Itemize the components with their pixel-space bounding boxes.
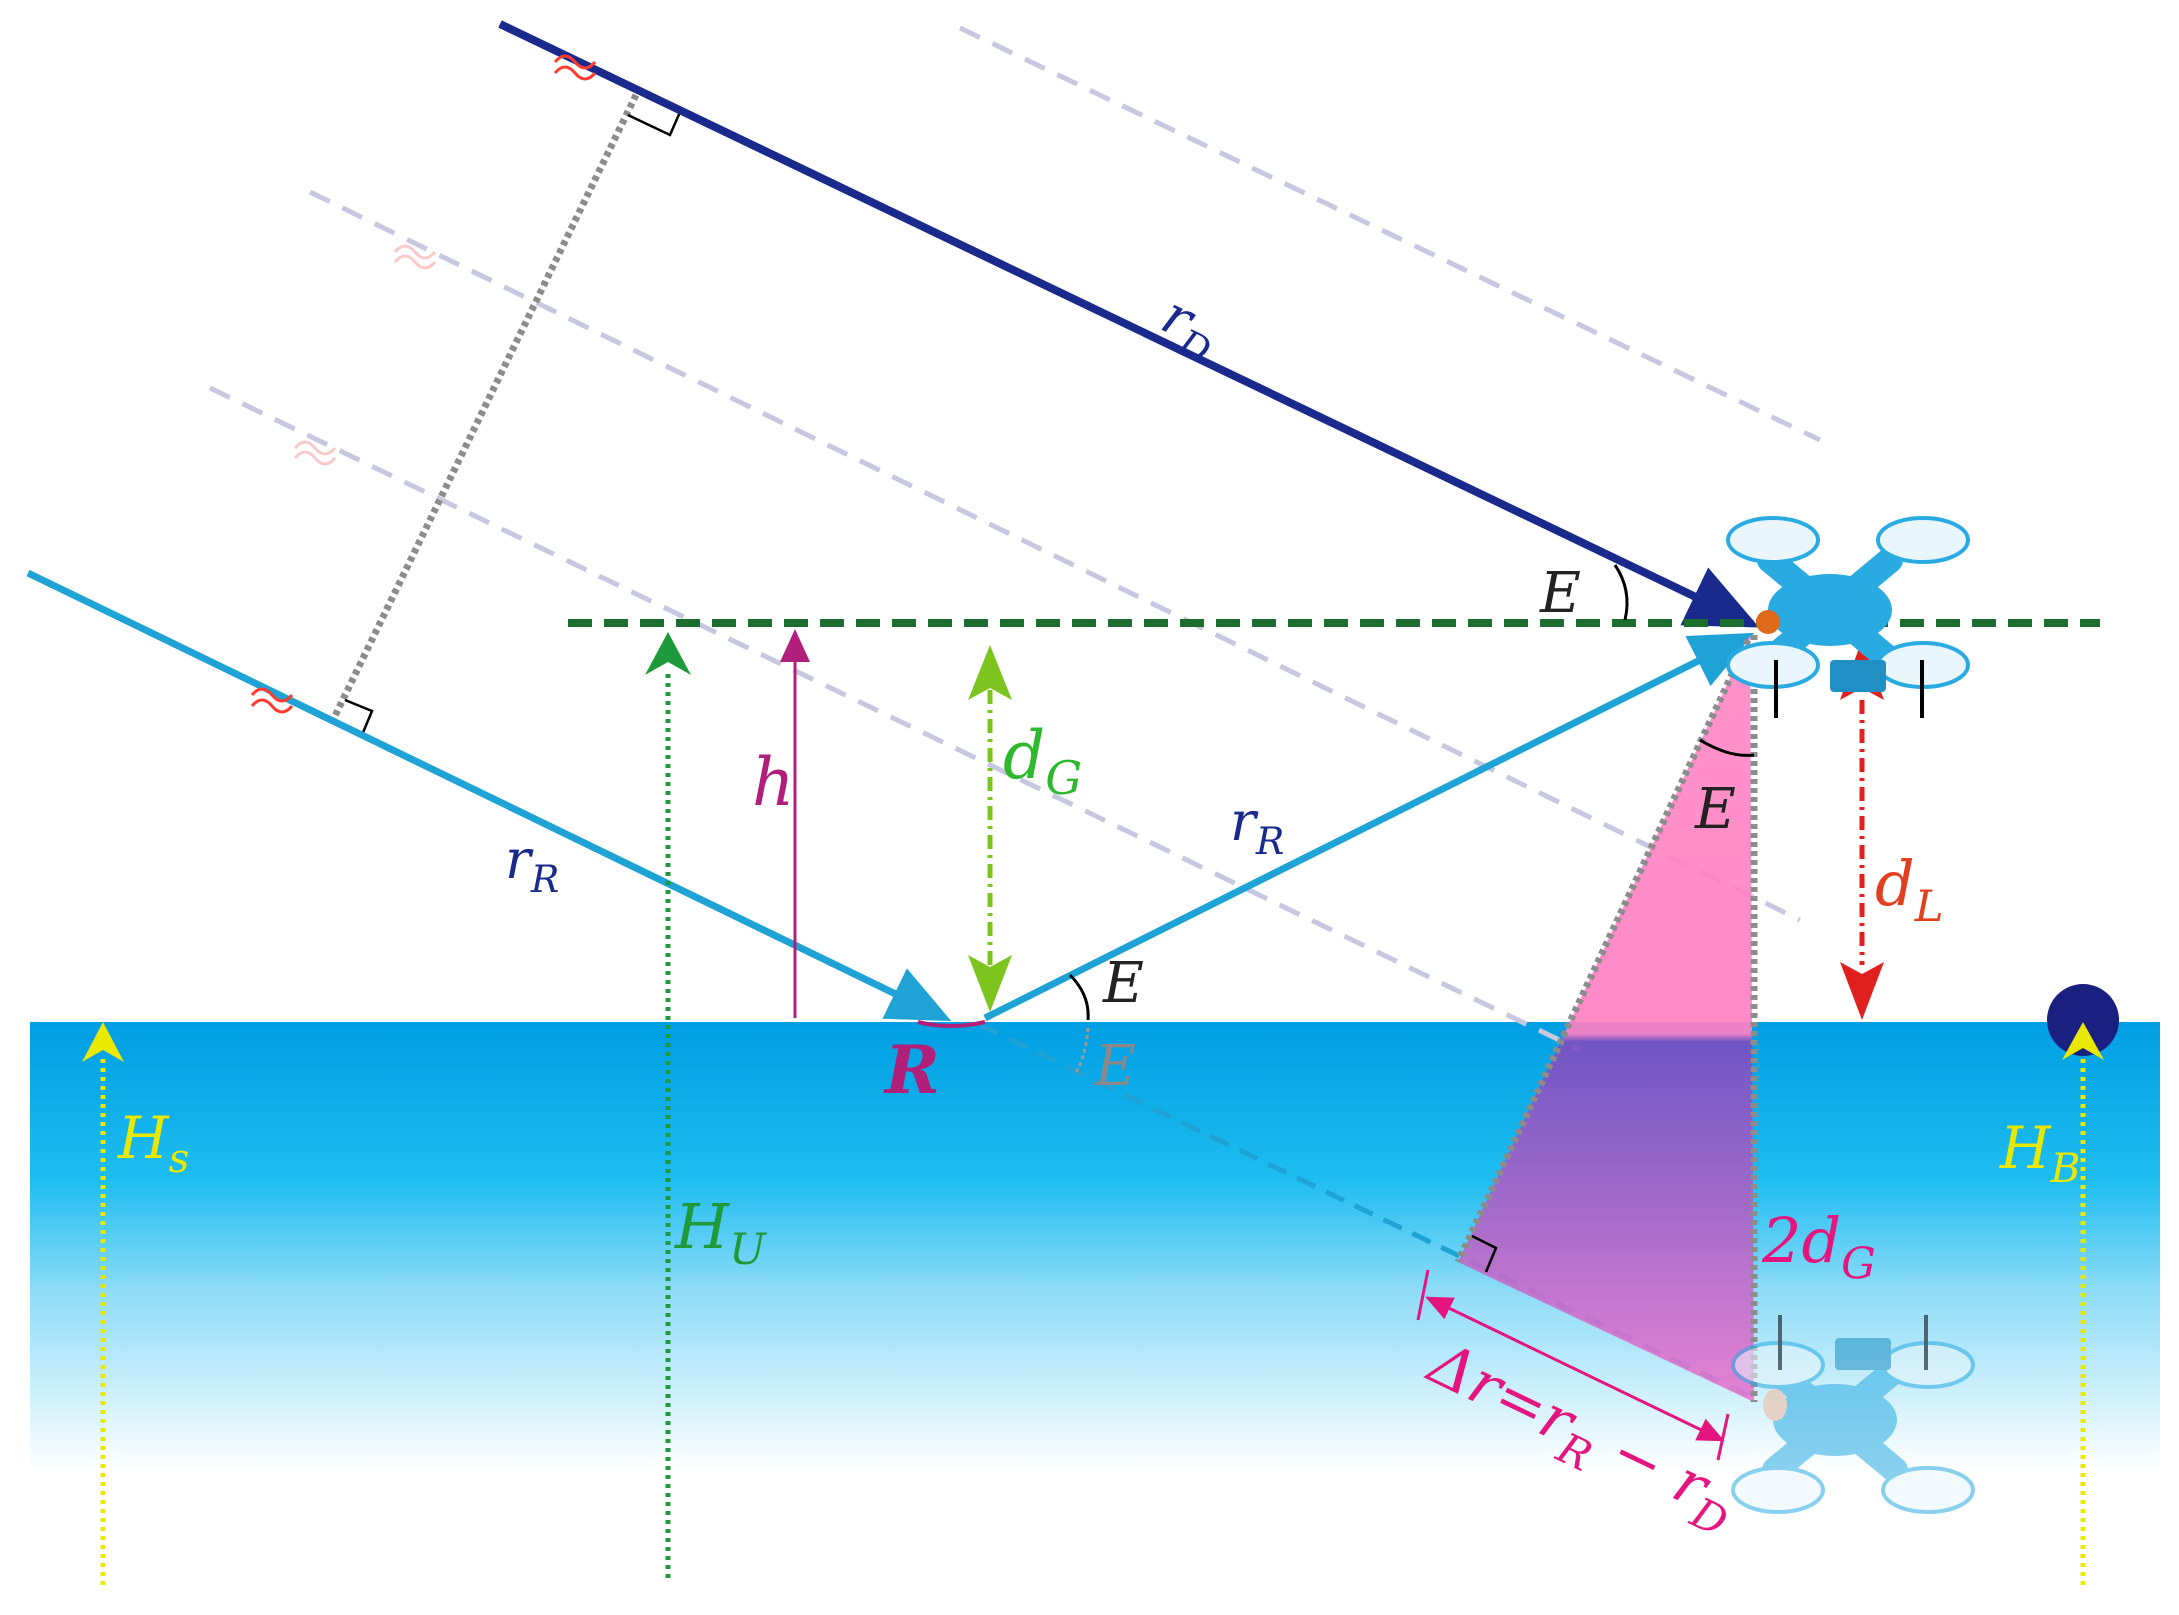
label-E-reflect: E — [1102, 951, 1144, 1016]
break-mark-direct — [553, 54, 597, 81]
label-h: h — [752, 744, 795, 821]
label-E-under: E — [1094, 1034, 1136, 1099]
label-HB: HB — [1999, 1114, 2080, 1192]
reflected-signal-outgoing — [983, 632, 1755, 1022]
label-Hs: Hs — [117, 1104, 189, 1182]
drone-icon — [1726, 516, 1970, 718]
angle-arc-under — [1073, 1027, 1090, 1076]
label-rR-reflected: rR — [1230, 790, 1284, 863]
triangle-hypotenuse — [1454, 638, 1752, 1264]
label-R-point: R — [883, 1031, 940, 1109]
dG-arrow-down — [968, 955, 1012, 1012]
right-angle-mark-triangle — [1471, 1234, 1498, 1273]
label-dL: dL — [1875, 847, 1944, 932]
faint-break-marks — [293, 244, 437, 466]
label-HU: HU — [674, 1190, 767, 1275]
path-difference-triangle — [1458, 635, 1754, 1402]
label-rD: rD — [1148, 283, 1230, 373]
angle-arc-reflect — [1068, 973, 1090, 1021]
right-angle-mark-top — [627, 111, 682, 137]
label-E-drone: E — [1694, 777, 1736, 842]
wavefront-line — [330, 93, 640, 720]
direct-signal-line — [498, 20, 1760, 628]
angle-arc-top — [1613, 564, 1629, 621]
label-2dG: 2dG — [1761, 1204, 1876, 1289]
buoy-icon — [2047, 984, 2119, 1056]
angle-arc-drone — [1699, 738, 1755, 757]
parallel-guide-lines — [208, 25, 1822, 1053]
reflection-point-mark — [917, 1020, 986, 1028]
delta-r-dimension — [1416, 1269, 1730, 1461]
right-angle-mark-bottom — [344, 698, 374, 736]
reflected-signal-incoming — [26, 569, 952, 1022]
label-dG: dG — [1003, 717, 1082, 805]
dG-arrow-up — [968, 645, 1012, 700]
HU-arrow — [645, 632, 691, 675]
label-rR-incoming: rR — [505, 828, 559, 901]
drone-reflection-icon — [1731, 1315, 1975, 1514]
break-mark-reflected — [250, 687, 294, 714]
label-E-top: E — [1539, 561, 1581, 626]
dL-arrow-down — [1840, 962, 1884, 1020]
Hs-arrow — [82, 1022, 124, 1062]
HB-arrow — [2062, 1022, 2104, 1060]
